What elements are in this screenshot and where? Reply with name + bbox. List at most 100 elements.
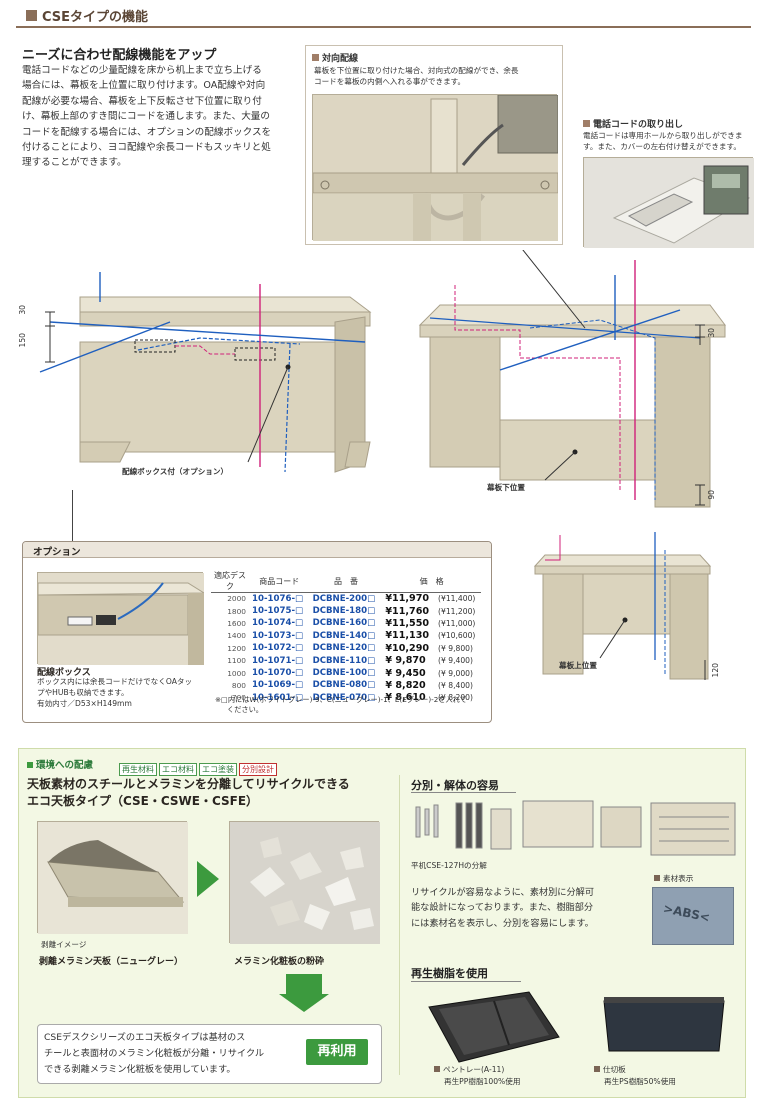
intro-text: 電話コードなどの少量配線を床から机上まで立ち上げる 場合には、幕板を上位置に取り…: [22, 63, 284, 171]
separation-desc: リサイクルが容易なように、素材別に分解可 能な設計になっております。また、樹脂部…: [411, 887, 595, 929]
peeled-top-photo: [37, 821, 188, 934]
eco-desc-box: CSEデスクシリーズのエコ天板タイプは基材のス チールと表面材のメラミン化粧板が…: [37, 1024, 382, 1084]
dim-150: 150: [18, 333, 27, 348]
label-upper-position: 幕板上位置: [559, 661, 597, 670]
wiring-box-photo: [37, 572, 206, 665]
eco-desc-text: CSEデスクシリーズのエコ天板タイプは基材のス チールと表面材のメラミン化粧板が…: [44, 1032, 265, 1075]
option-callout-line: [72, 490, 73, 543]
option-note: ※□内にはW(ホワイトグレー)-9、C(ニューグレー)-1、E(Eグレー)-2を…: [215, 695, 467, 714]
square-marker-icon: [27, 762, 33, 768]
crushed-chips-illustration: [230, 822, 380, 944]
material-mark-text: >ABS<: [662, 901, 712, 925]
label-lower-position: 幕板下位置: [487, 483, 525, 492]
disassembly-caption: 平机CSE-127Hの分解: [411, 861, 487, 870]
section-title-bar: CSEタイプの機能: [16, 6, 751, 28]
facing-wiring-title: 対向配線: [312, 51, 358, 64]
option-header: オプション: [23, 542, 491, 558]
square-marker-icon: [434, 1066, 440, 1072]
intro-line: け、幕板上部のすき間にコードを通します。また、大量の: [22, 111, 270, 123]
material-label: 素材表示: [654, 873, 693, 884]
tag-separation-design: 分別設計: [239, 763, 277, 776]
facing-wiring-panel: 対向配線 幕板を下位置に取り付けた場合、対向式の配線ができ、余長 コードを幕板の…: [305, 45, 563, 245]
square-marker-icon: [654, 875, 660, 881]
option-panel: オプション 配線ボックス ボックス内には余長コードだけでなくOAタッ プやHUB…: [22, 541, 492, 723]
intro-line: 場合には、幕板を上位置に取り付けます。OA配線や対向: [22, 80, 266, 92]
divider-label: 仕切板: [594, 1064, 626, 1075]
dim-30-left: 30: [18, 305, 27, 315]
col-header-part: 品 番: [309, 570, 383, 593]
arrow-down-head-icon: [279, 994, 329, 1012]
wiring-box-desc: ボックス内には余長コードだけでなくOAタッ プやHUBも収納できます。 有効内寸…: [37, 677, 193, 708]
phone-cord-title: 電話コードの取り出し: [583, 117, 683, 130]
col-header-desk: 適応デスク: [211, 570, 249, 593]
wiring-box-title: 配線ボックス: [37, 668, 91, 678]
dim-120: 120: [711, 663, 720, 678]
desk-diagram-lower: [418, 250, 726, 508]
caption-peeled-top: 剥離メラミン天板（ニューグレー）: [39, 957, 184, 967]
col-header-price: 価 格: [382, 570, 481, 593]
tag-eco-material: エコ材料: [159, 763, 197, 776]
peeled-top-illustration: [38, 822, 188, 934]
desk-diagram-upper: [533, 532, 712, 680]
dim-30-right: 30: [707, 328, 716, 338]
recycled-title-rule: [411, 981, 521, 982]
intro-line: 電話コードなどの少量配線を床から机上まで立ち上げる: [22, 65, 262, 76]
square-marker-icon: [594, 1066, 600, 1072]
eco-tags: 再生材料エコ材料エコ塗装分別設計: [119, 757, 279, 776]
square-marker-icon: [583, 120, 590, 127]
table-header-row: 適応デスク 商品コード 品 番 価 格: [211, 570, 481, 593]
peel-image-note: 剥離イメージ: [41, 940, 87, 949]
desk-diagram-box-option: [39, 272, 372, 473]
recycled-resin-title: 再生樹脂を使用: [411, 967, 488, 980]
divider-illustration: [603, 997, 725, 1052]
intro-heading: ニーズに合わせ配線機能をアップ: [22, 48, 217, 63]
eco-section: 環境への配慮 再生材料エコ材料エコ塗装分別設計 天板素材のスチールとメラミンを分…: [18, 748, 746, 1098]
pen-tray-illustration: [428, 991, 560, 1063]
option-title: オプション: [33, 547, 81, 558]
intro-line: 付けることにより、ヨコ配線や余長コードもスッキリと処: [22, 142, 271, 154]
eco-headline-2: エコ天板タイプ（CSE・CSWE・CSFE）: [27, 794, 259, 808]
wiring-box-illustration: [37, 573, 206, 665]
square-marker-icon: [312, 54, 319, 61]
facing-wiring-desc: 幕板を下位置に取り付けた場合、対向式の配線ができ、余長 コードを幕板の内側へ入れ…: [314, 66, 519, 86]
title-square-icon: [26, 10, 37, 21]
facing-wiring-photo: [312, 94, 559, 241]
phone-cord-photo: [583, 157, 754, 248]
tag-recycled-material: 再生材料: [119, 763, 157, 776]
grommet-illustration: [584, 158, 754, 248]
disassembly-illustration: [415, 800, 736, 856]
col-header-code: 商品コード: [249, 570, 310, 593]
intro-line: 理することができます。: [22, 157, 127, 169]
pen-tray-label: ペントレー(A-11): [434, 1064, 504, 1075]
label-box-option: 配線ボックス付（オプション）: [122, 467, 229, 476]
desk-cable-illustration: [312, 94, 559, 241]
tag-eco-coating: エコ塗装: [199, 763, 237, 776]
phone-cord-desc: 電話コードは専用ホールから取り出しができま す。また、カバーの左右付け替えができ…: [583, 131, 743, 151]
arrow-down-icon: [286, 974, 322, 994]
divider-sub: 再生PS樹脂50%使用: [604, 1077, 676, 1086]
pen-tray-sub: 再生PP樹脂100%使用: [444, 1077, 521, 1086]
material-mark-photo: >ABS<: [652, 887, 734, 945]
reuse-badge: 再利用: [306, 1039, 368, 1065]
separation-title: 分別・解体の容易: [411, 779, 499, 792]
section-title: CSEタイプの機能: [42, 10, 149, 25]
intro-line: 配線が必要な場合、幕板を上下反転させ下位置に取り付: [22, 95, 262, 107]
arrow-right-icon: [197, 861, 219, 897]
dim-90: 90: [707, 490, 716, 500]
intro-line: コードを配線する場合には、オプションの配線ボックスを: [22, 126, 272, 138]
eco-headline-1: 天板素材のスチールとメラミンを分離してリサイクルできる: [27, 777, 350, 791]
crushed-melamine-photo: [229, 821, 380, 944]
separation-title-rule: [411, 792, 516, 793]
eco-label: 環境への配慮: [27, 757, 93, 771]
caption-crushed: メラミン化粧板の粉砕: [234, 957, 325, 967]
